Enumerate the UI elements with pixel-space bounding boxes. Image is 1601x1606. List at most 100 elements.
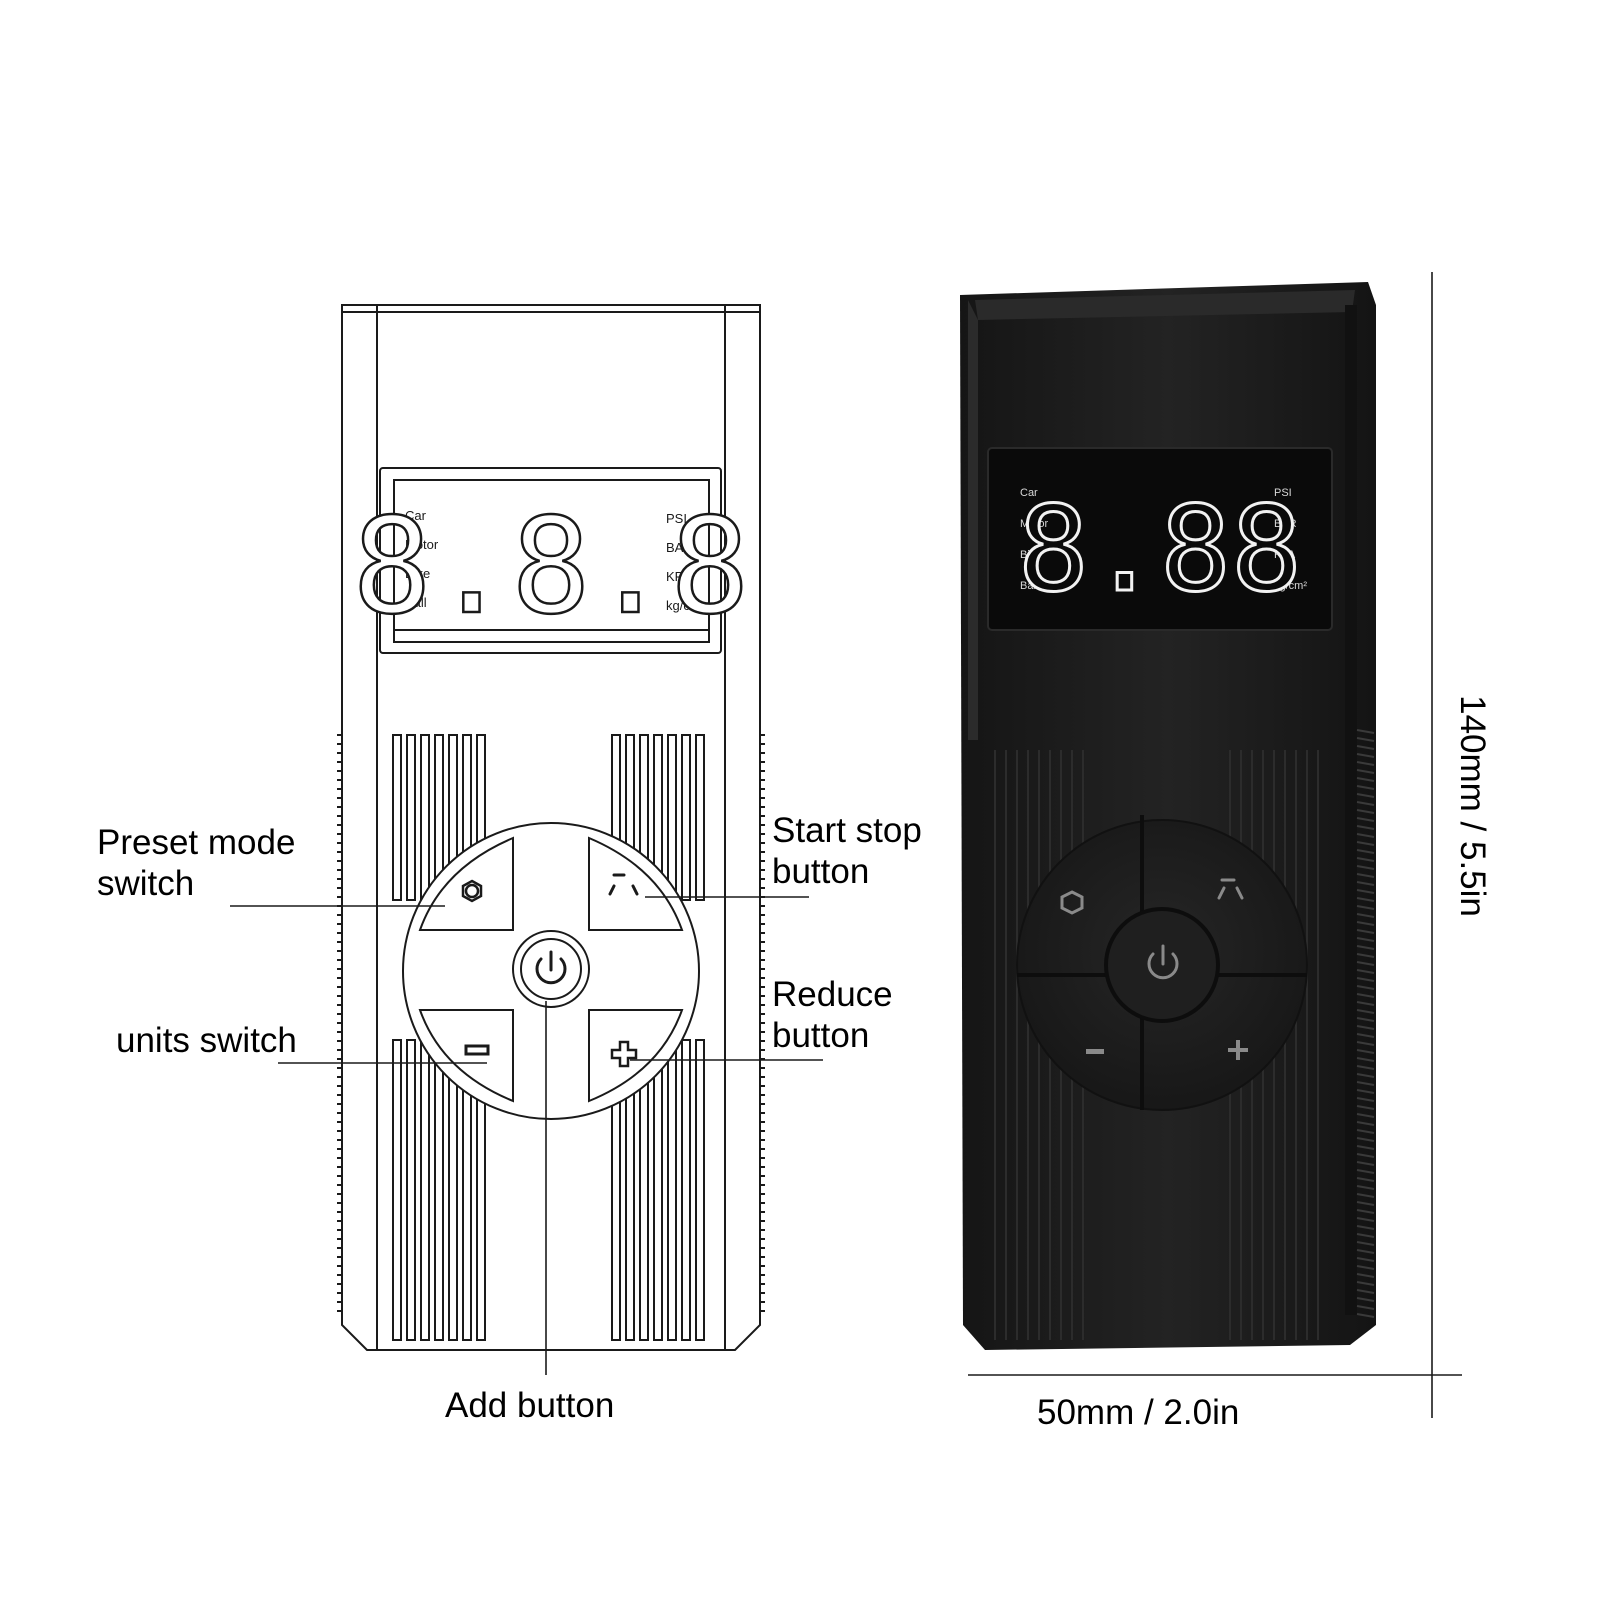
vent-slat: [695, 734, 705, 901]
photo-rib: [1356, 1169, 1375, 1174]
photo-rib: [1356, 801, 1375, 806]
photo-rib: [1356, 873, 1375, 878]
photo-rib: [1356, 1049, 1375, 1054]
photo-rib: [1356, 913, 1375, 918]
photo-body: [960, 282, 1376, 1350]
vent-slat: [420, 734, 430, 901]
callout-lines: [230, 896, 823, 1375]
photo-rib: [1356, 1145, 1375, 1150]
minus-icon: [464, 1044, 490, 1056]
display-label: kg/cm²: [1274, 580, 1307, 592]
photo-rib: [1356, 1001, 1375, 1006]
display-label: Motor: [1020, 518, 1048, 530]
photo-rib: [1356, 985, 1375, 990]
photo-rib: [1356, 1265, 1375, 1270]
photo-rib: [1356, 1257, 1375, 1262]
photo-rib: [1356, 745, 1375, 750]
vent-slat: [392, 734, 402, 901]
photo-rib: [1356, 905, 1375, 910]
photo-rib: [1356, 1177, 1375, 1182]
photo-device: [960, 282, 1376, 1350]
photo-rib: [1356, 769, 1375, 774]
photo-rib: [1356, 1089, 1375, 1094]
photo-rib: [1356, 977, 1375, 982]
vent-slat: [667, 734, 677, 901]
photo-rib: [1356, 1241, 1375, 1246]
photo-restart-icon: [1217, 878, 1244, 900]
vent-slat: [667, 1039, 677, 1341]
display-label: BAR: [666, 540, 693, 555]
outline-grip-ticks-left: [337, 734, 343, 1312]
vent-slat: [392, 1039, 402, 1341]
power-icon: [535, 950, 567, 985]
photo-power-icon: [1147, 944, 1179, 980]
photo-rib: [1356, 777, 1375, 782]
photo-rib: [1356, 729, 1375, 734]
photo-rib: [1356, 1137, 1375, 1142]
vent-slat: [695, 1039, 705, 1341]
outline-grip-ticks-right: [759, 734, 765, 1312]
photo-rib: [1356, 1153, 1375, 1158]
photo-display-screen: [987, 447, 1333, 631]
photo-rib: [1356, 1193, 1375, 1198]
photo-rib: [1356, 753, 1375, 758]
display-label: kg/cm²: [666, 598, 706, 613]
display-label: Car: [1020, 487, 1038, 499]
display-label: Motor: [405, 537, 439, 552]
photo-rib: [1356, 849, 1375, 854]
photo-rib: [1356, 1073, 1375, 1078]
photo-rib: [1356, 945, 1375, 950]
start-stop-callout: Start stop button: [772, 811, 922, 891]
photo-rib: [1356, 809, 1375, 814]
photo-rib: [1356, 1305, 1375, 1310]
vent-slat: [406, 734, 416, 901]
photo-rib: [1356, 865, 1375, 870]
photo-gear-icon: [1060, 890, 1084, 915]
display-label: PSI: [1274, 487, 1292, 499]
photo-rib: [1356, 1017, 1375, 1022]
display-label: PSI: [666, 511, 687, 526]
photo-rib: [1356, 817, 1375, 822]
photo-grip-ribs: [1356, 729, 1375, 1318]
photo-rib: [1356, 897, 1375, 902]
photo-rib: [1356, 1057, 1375, 1062]
photo-rib: [1356, 1129, 1375, 1134]
outline-vent-slats-lower-left: [392, 1039, 486, 1341]
dimension-lines: [968, 272, 1462, 1418]
photo-rib: [1356, 993, 1375, 998]
photo-rib: [1356, 1097, 1375, 1102]
photo-rib: [1356, 1033, 1375, 1038]
photo-plus-icon: [1228, 1040, 1248, 1060]
outline-start-stop-button: [588, 836, 684, 931]
photo-rib: [1356, 785, 1375, 790]
outline-lcd-digits: 8.8.8: [352, 490, 749, 644]
outline-display-frame: [379, 467, 722, 654]
photo-rib: [1356, 1065, 1375, 1070]
photo-rib: [1356, 961, 1375, 966]
display-label: Ball: [405, 595, 427, 610]
display-label: KPA: [1274, 549, 1296, 561]
photo-rib: [1356, 1281, 1375, 1286]
outline-device: [337, 304, 765, 1351]
photo-rib: [1356, 1185, 1375, 1190]
photo-rib: [1356, 1201, 1375, 1206]
photo-rib: [1356, 889, 1375, 894]
photo-rib: [1356, 881, 1375, 886]
reduce-callout: Reduce button: [772, 975, 893, 1055]
photo-rib: [1356, 1225, 1375, 1230]
photo-rib: [1356, 793, 1375, 798]
photo-lcd-digits: 8.88: [1018, 480, 1302, 618]
vent-slat: [406, 1039, 416, 1341]
gear-icon: [461, 879, 483, 903]
display-label: Bike: [1020, 549, 1041, 561]
photo-rib: [1356, 1025, 1375, 1030]
photo-rib: [1356, 1313, 1375, 1318]
photo-rib: [1356, 1161, 1375, 1166]
display-label: Ball: [1020, 580, 1038, 592]
restart-icon: [608, 873, 639, 896]
outline-vent-slats-upper-left: [392, 734, 486, 901]
